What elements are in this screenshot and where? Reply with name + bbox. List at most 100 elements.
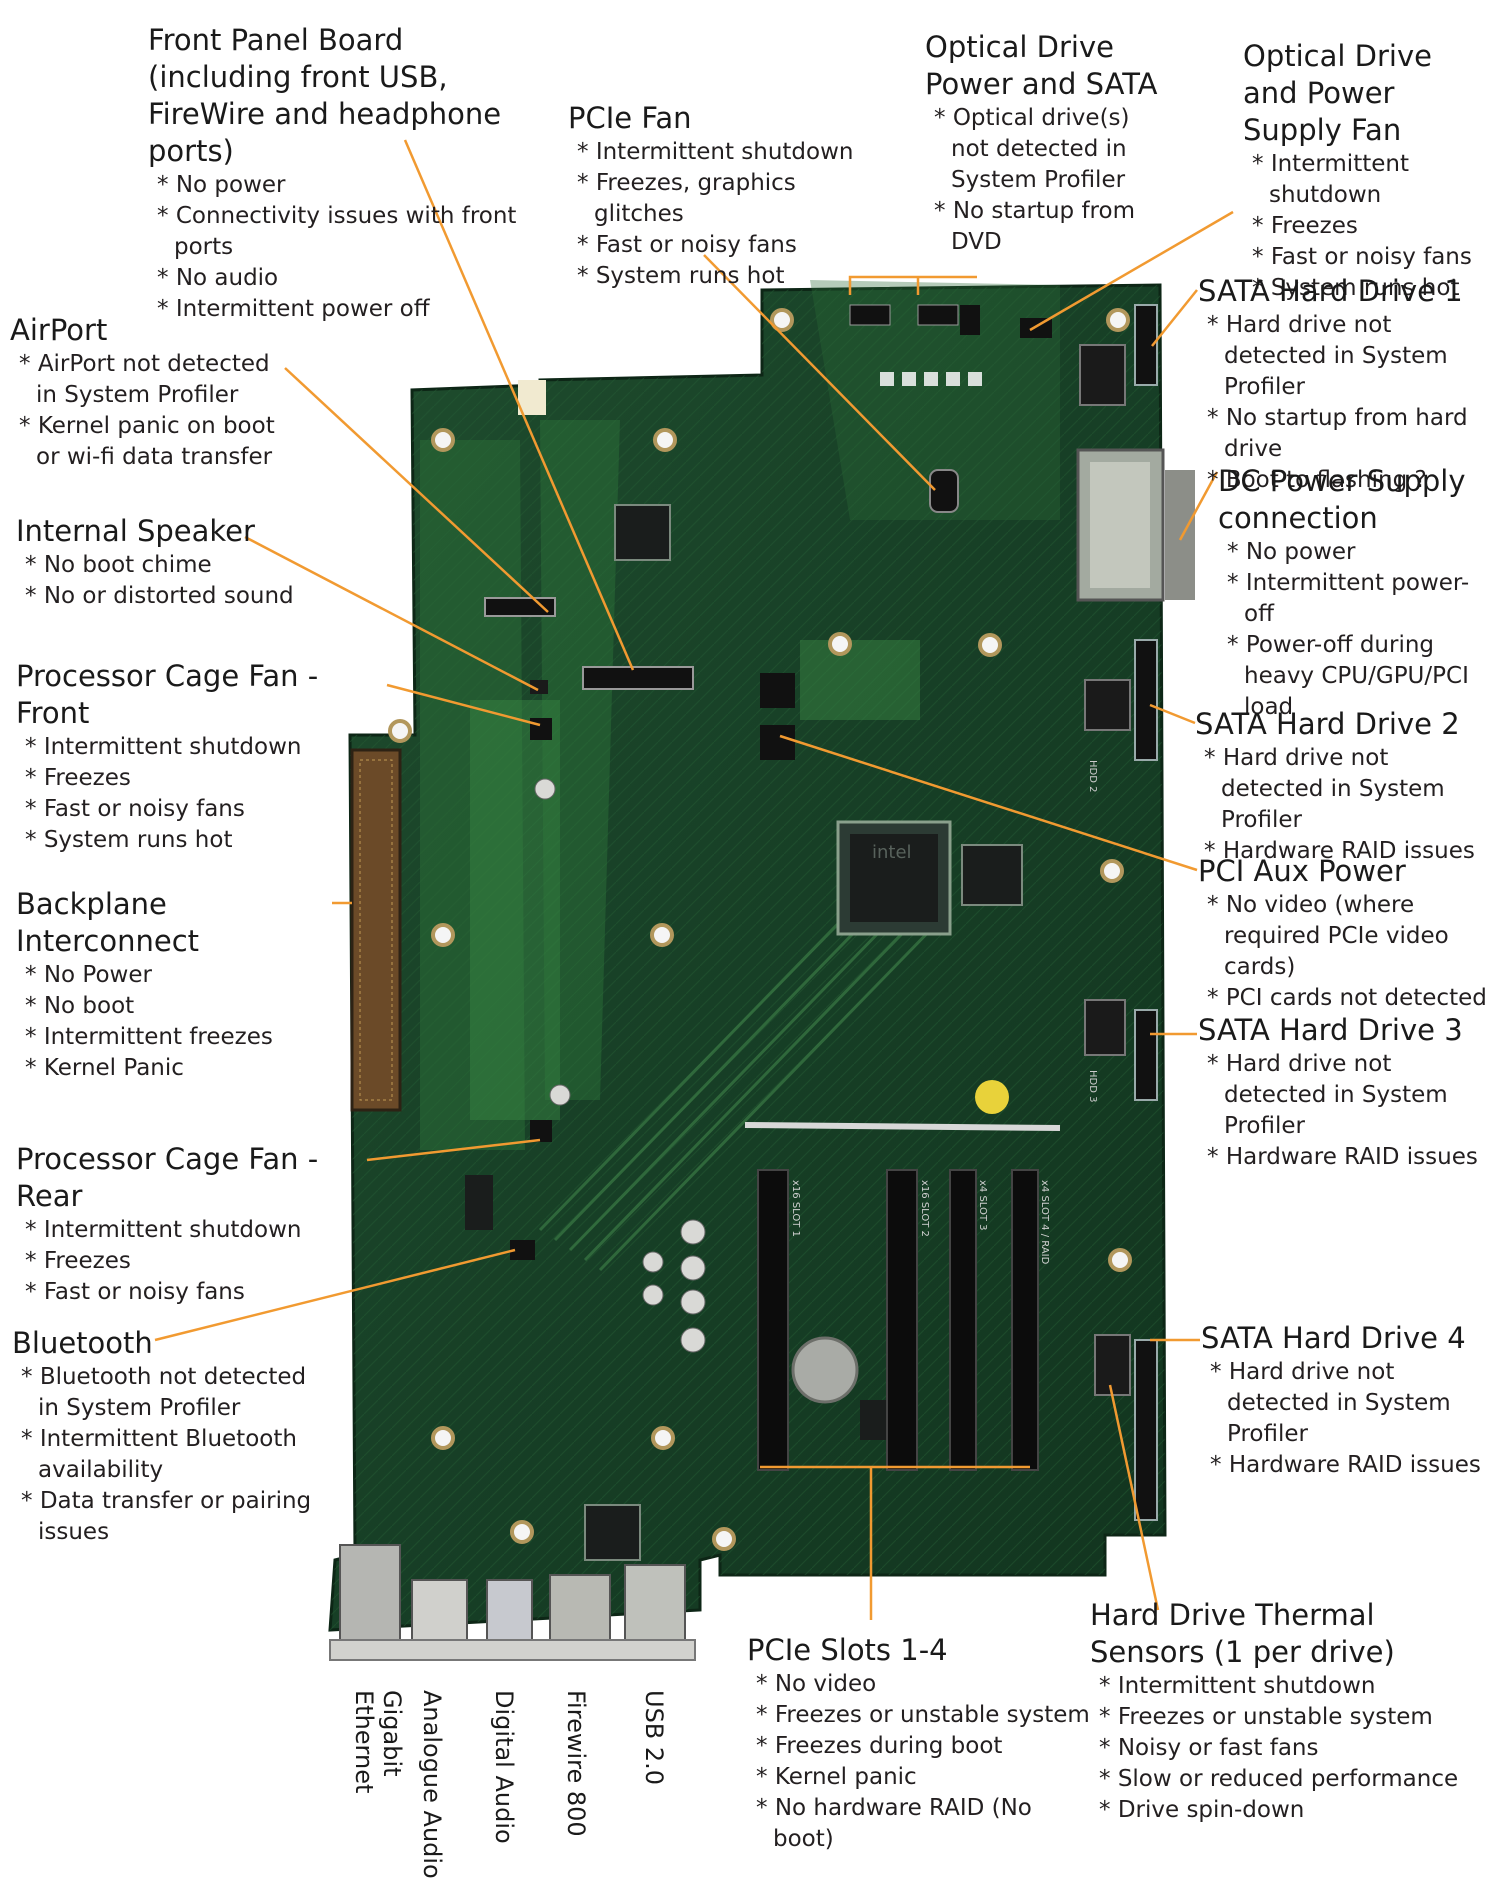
symptom-item: No hardware RAID (No boot)	[747, 1793, 1092, 1855]
callout-title: Internal Speaker	[16, 514, 255, 548]
callout-sata-hd-1: SATA Hard Drive 1 Hard drive not detecte…	[1198, 273, 1494, 496]
callout-title: PCIe Slots 1-4	[747, 1633, 948, 1667]
symptom-item: Fast or noisy fans	[1243, 242, 1493, 273]
symptom-item: Data transfer or pairing issues	[12, 1486, 322, 1548]
symptom-item: Freezes	[16, 1246, 366, 1277]
pcie-fan-connector	[929, 469, 959, 513]
callout-title: Optical Drive Power and SATA	[925, 30, 1158, 101]
callout-title: DC Power Supply connection	[1218, 464, 1466, 535]
symptom-item: Intermittent freezes	[16, 1022, 346, 1053]
callout-title: AirPort	[10, 313, 108, 347]
svg-text:x4 SLOT 3: x4 SLOT 3	[977, 1180, 988, 1231]
callout-title: SATA Hard Drive 1	[1198, 274, 1463, 308]
callout-title: PCI Aux Power	[1198, 854, 1406, 888]
callout-optical-drive-psu-fan: Optical Drive and Power Supply Fan Inter…	[1243, 38, 1493, 304]
callout-title: Bluetooth	[12, 1326, 153, 1360]
callout-title: Processor Cage Fan - Rear	[16, 1142, 319, 1213]
callout-title: SATA Hard Drive 3	[1198, 1013, 1463, 1047]
symptom-item: Slow or reduced performance	[1090, 1764, 1470, 1795]
symptom-item: Freezes	[16, 763, 386, 794]
symptom-item: No power	[148, 170, 548, 201]
symptom-item: Intermittent shutdown	[16, 732, 386, 763]
symptom-item: AirPort not detected in System Profiler	[10, 349, 280, 411]
port-label-gigabit-ethernet: Gigabit Ethernet	[350, 1690, 406, 1794]
symptom-item: No video	[747, 1669, 1092, 1700]
symptom-item: Bluetooth not detected in System Profile…	[12, 1362, 322, 1424]
symptom-item: No startup from DVD	[925, 196, 1165, 258]
symptom-item: System runs hot	[568, 261, 888, 292]
port-label-firewire-800: Firewire 800	[562, 1690, 590, 1837]
callout-pci-aux-power: PCI Aux Power No video (where required P…	[1198, 853, 1494, 1014]
callout-hd-thermal-sensors: Hard Drive Thermal Sensors (1 per drive)…	[1090, 1597, 1470, 1826]
symptom-item: Kernel Panic	[16, 1053, 346, 1084]
symptom-item: Intermittent power off	[148, 294, 548, 325]
pcie-slots	[757, 1169, 1039, 1471]
symptom-item: Connectivity issues with front ports	[148, 201, 548, 263]
symptom-list: No boot chimeNo or distorted sound	[16, 550, 296, 612]
symptom-item: Hardware RAID issues	[1195, 836, 1491, 867]
symptom-item: System runs hot	[1243, 273, 1493, 304]
callout-proc-cage-fan-rear: Processor Cage Fan - Rear Intermittent s…	[16, 1141, 366, 1308]
mounting-holes	[388, 308, 1132, 1551]
callout-pcie-slots: PCIe Slots 1-4 No videoFreezes or unstab…	[747, 1632, 1092, 1855]
symptom-item: No power	[1218, 537, 1494, 568]
symptom-item: Intermittent shutdown	[1090, 1671, 1470, 1702]
symptom-list: No video (where required PCIe video card…	[1198, 890, 1494, 1014]
symptom-list: AirPort not detected in System ProfilerK…	[10, 349, 280, 473]
symptom-item: Fast or noisy fans	[16, 1277, 366, 1308]
symptom-item: Hard drive not detected in System Profil…	[1201, 1357, 1494, 1450]
port-label-digital-audio: Digital Audio	[490, 1690, 518, 1844]
symptom-list: No powerConnectivity issues with front p…	[148, 170, 548, 325]
sata-connectors	[1134, 304, 1158, 1521]
svg-text:x16 SLOT 2: x16 SLOT 2	[919, 1180, 930, 1237]
symptom-item: No Power	[16, 960, 346, 991]
symptom-item: PCI cards not detected	[1198, 983, 1494, 1014]
symptom-item: Freezes during boot	[747, 1731, 1092, 1762]
symptom-item: No audio	[148, 263, 548, 294]
symptom-item: Hard drive not detected in System Profil…	[1198, 1049, 1494, 1142]
callout-title: PCIe Fan	[568, 101, 692, 135]
symptom-item: Hardware RAID issues	[1198, 1142, 1494, 1173]
port-label-usb-2: USB 2.0	[640, 1690, 668, 1786]
callout-title: Optical Drive and Power Supply Fan	[1243, 39, 1432, 147]
callout-pcie-fan: PCIe Fan Intermittent shutdownFreezes, g…	[568, 100, 888, 292]
port-label-analogue-audio: Analogue Audio	[418, 1690, 446, 1879]
symptom-item: Hardware RAID issues	[1201, 1450, 1494, 1481]
svg-text:x16 SLOT 1: x16 SLOT 1	[790, 1180, 801, 1237]
symptom-item: Hard drive not detected in System Profil…	[1198, 310, 1494, 403]
symptom-item: No boot	[16, 991, 346, 1022]
symptom-item: Kernel panic	[747, 1762, 1092, 1793]
chip-label: intel	[872, 842, 912, 863]
symptom-list: Intermittent shutdownFreezes, graphics g…	[568, 137, 888, 292]
symptom-list: Intermittent shutdownFreezesFast or nois…	[16, 732, 386, 856]
symptom-item: No video (where required PCIe video card…	[1198, 890, 1494, 983]
symptom-list: Optical drive(s) not detected in System …	[925, 103, 1165, 258]
symptom-item: Freezes	[1243, 211, 1493, 242]
symptom-item: Fast or noisy fans	[16, 794, 386, 825]
svg-text:x4 SLOT 4 / RAID: x4 SLOT 4 / RAID	[1039, 1180, 1050, 1265]
callout-sata-hd-2: SATA Hard Drive 2 Hard drive not detecte…	[1195, 706, 1491, 867]
callout-title: Processor Cage Fan - Front	[16, 659, 319, 730]
symptom-list: Bluetooth not detected in System Profile…	[12, 1362, 322, 1548]
callout-dc-power-supply: DC Power Supply connection No powerInter…	[1218, 463, 1494, 723]
symptom-item: No boot chime	[16, 550, 296, 581]
rear-io-ports	[339, 1544, 686, 1641]
callout-internal-speaker: Internal Speaker No boot chimeNo or dist…	[16, 513, 296, 612]
symptom-list: Intermittent shutdownFreezes or unstable…	[1090, 1671, 1470, 1826]
callout-front-panel-board: Front Panel Board (including front USB, …	[148, 22, 548, 325]
symptom-item: Intermittent Bluetooth availability	[12, 1424, 322, 1486]
symptom-list: Hard drive not detected in System Profil…	[1195, 743, 1491, 867]
symptom-item: Fast or noisy fans	[568, 230, 888, 261]
callout-title: Backplane Interconnect	[16, 887, 200, 958]
callout-optical-drive-power-sata: Optical Drive Power and SATA Optical dri…	[925, 29, 1165, 258]
symptom-item: Intermittent shutdown	[568, 137, 888, 168]
symptom-item: Freezes or unstable system	[1090, 1702, 1470, 1733]
symptom-list: No PowerNo bootIntermittent freezesKerne…	[16, 960, 346, 1084]
symptom-item: Hard drive not detected in System Profil…	[1195, 743, 1491, 836]
symptom-item: Freezes or unstable system	[747, 1700, 1092, 1731]
symptom-item: Intermittent shutdown	[1243, 149, 1493, 211]
symptom-item: Optical drive(s) not detected in System …	[925, 103, 1165, 196]
symptom-list: Intermittent shutdownFreezesFast or nois…	[1243, 149, 1493, 304]
symptom-item: No startup from hard drive	[1198, 403, 1494, 465]
